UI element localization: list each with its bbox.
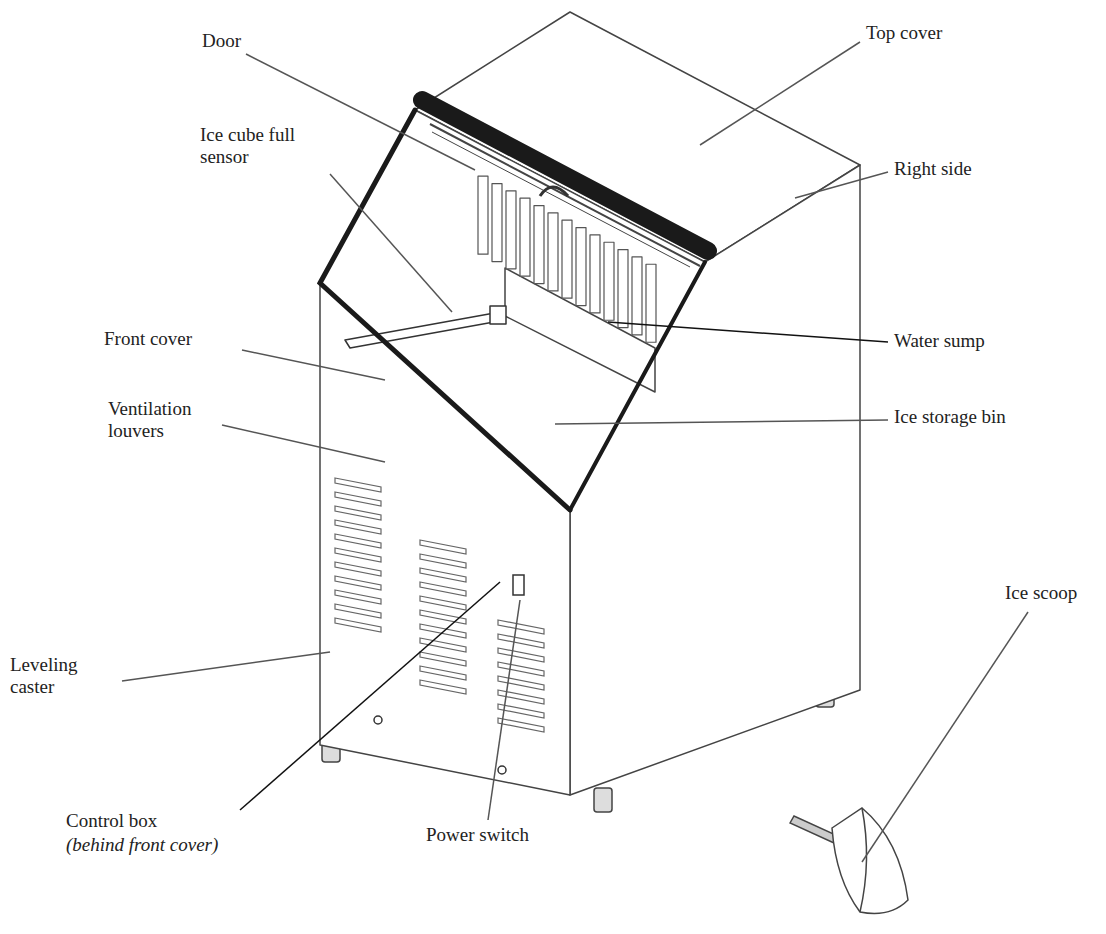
ice-scoop xyxy=(790,808,908,914)
part-label: Top cover xyxy=(866,22,1006,44)
part-label: Ice storage bin xyxy=(894,406,1064,428)
right-side xyxy=(570,165,860,795)
part-label: Ice scoop xyxy=(1005,582,1100,604)
ventilation-louvers xyxy=(335,478,544,732)
part-label: Ice cube full sensor xyxy=(200,124,330,168)
part-label: (behind front cover) xyxy=(66,834,276,856)
part-label: Control box xyxy=(66,810,226,832)
part-label: Right side xyxy=(894,158,1034,180)
door-handle xyxy=(540,187,568,196)
part-label: Front cover xyxy=(104,328,244,350)
door-band xyxy=(422,100,708,251)
leader-lines xyxy=(122,42,1028,862)
part-label: Power switch xyxy=(426,824,576,846)
part-label: Leveling caster xyxy=(10,654,110,698)
part-label: Ventilation louvers xyxy=(108,398,220,442)
part-label: Water sump xyxy=(894,330,1044,352)
ice-storage-bin xyxy=(320,110,705,510)
power-switch xyxy=(513,575,524,595)
part-label: Door xyxy=(202,30,282,52)
